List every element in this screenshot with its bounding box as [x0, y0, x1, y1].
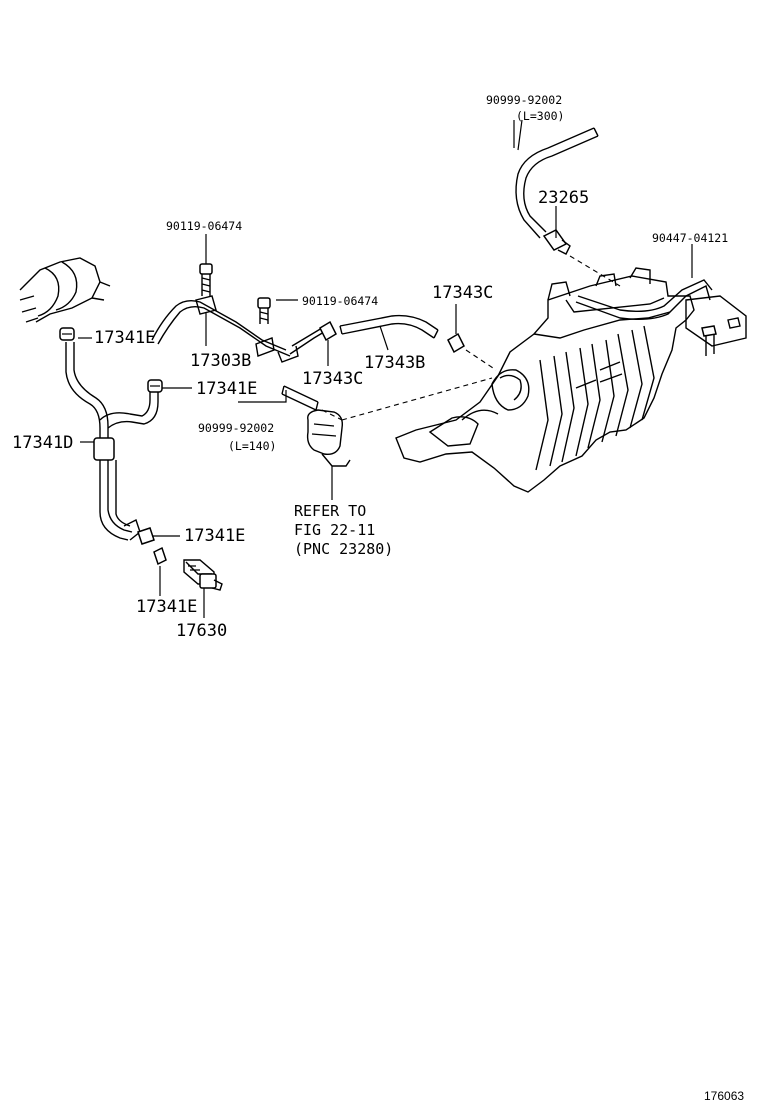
pipe-17303b [151, 295, 325, 363]
label-length-300: (L=300) [516, 109, 564, 123]
connection-dashes [321, 255, 621, 421]
vacuum-hose-17341d [65, 342, 159, 541]
label-17343c-center: 17343C [302, 369, 363, 389]
clamp-17341e-top [59, 327, 75, 341]
bolt-90119-right [257, 297, 271, 324]
bracket-90447 [685, 295, 747, 356]
label-17630: 17630 [176, 621, 227, 641]
diagram-code: 176063 [704, 1089, 744, 1103]
label-17341e-4: 17341E [136, 597, 197, 617]
clamp-17341e-bottom [153, 546, 167, 566]
label-17341e-2: 17341E [196, 379, 257, 399]
valve-23265 [542, 229, 571, 255]
label-17341d: 17341D [12, 433, 73, 453]
label-17343b: 17343B [364, 353, 425, 373]
bolt-90119-left [199, 263, 213, 296]
label-90999-top: 90999-92002 [486, 93, 562, 107]
clamp-17343c-center [319, 320, 337, 342]
label-17343c-right: 17343C [432, 283, 493, 303]
reference-line-3: (PNC 23280) [294, 540, 393, 558]
hose-17343b [339, 314, 439, 339]
label-90999-mid: 90999-92002 [198, 421, 274, 435]
label-90119-left: 90119-06474 [166, 219, 242, 233]
leader-lines [78, 119, 693, 618]
label-17303b: 17303B [190, 351, 251, 371]
vsv-17630 [183, 559, 223, 591]
vsv-23280 [306, 409, 351, 467]
air-hose-part [19, 257, 111, 323]
hose-90999-long [515, 127, 599, 239]
clamp-17341e-mid [147, 379, 163, 393]
label-17341e-3: 17341E [184, 526, 245, 546]
label-17341e-1: 17341E [94, 328, 155, 348]
reference-line-1: REFER TO [294, 502, 366, 520]
clamp-17343c-right [447, 332, 465, 354]
reference-line-2: FIG 22-11 [294, 521, 375, 539]
hose-90999-short [281, 385, 319, 411]
label-length-140: (L=140) [228, 439, 276, 453]
label-23265: 23265 [538, 188, 589, 208]
label-90447: 90447-04121 [652, 231, 728, 245]
clamp-17341e-low [137, 527, 155, 545]
label-90119-right: 90119-06474 [302, 294, 378, 308]
hose-90447 [575, 279, 713, 321]
